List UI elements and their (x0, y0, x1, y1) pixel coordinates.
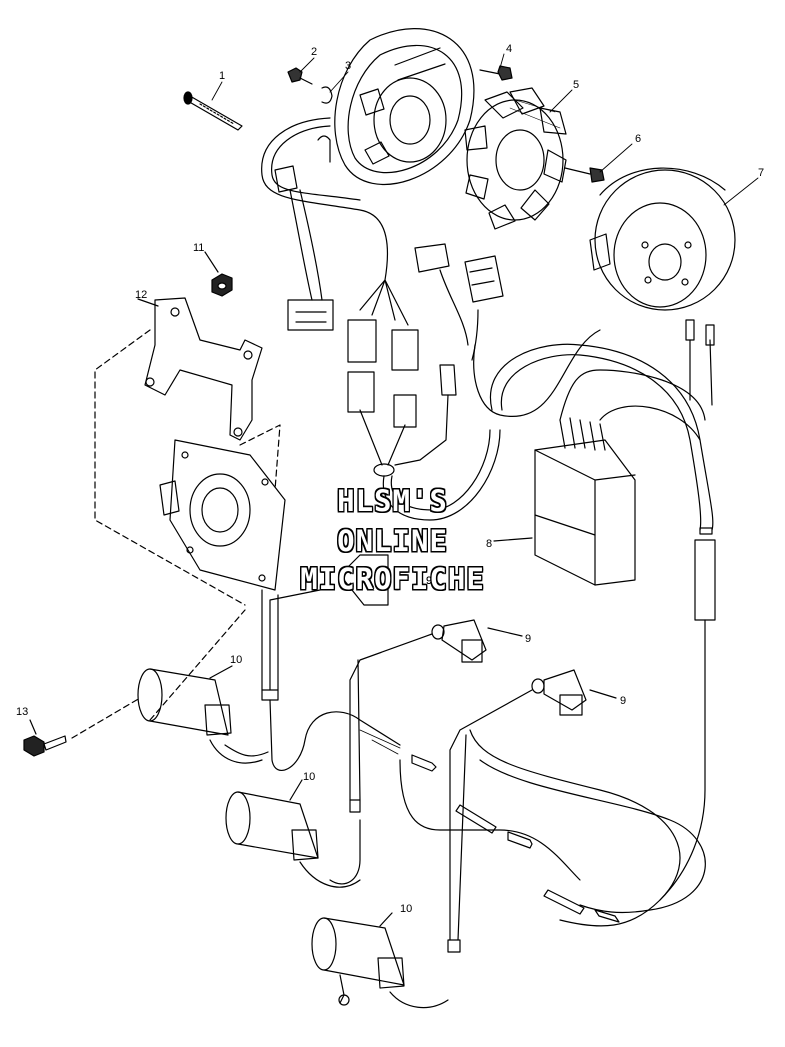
callout-10c: 10 (400, 903, 412, 915)
screw-part-4 (479, 65, 513, 81)
coil-bolt-part (23, 609, 246, 757)
lower-harness (347, 364, 501, 521)
callout-13: 13 (16, 706, 28, 718)
harness-plugs (414, 243, 601, 418)
screw-part-6 (564, 167, 605, 183)
mounting-bracket-part (137, 297, 263, 441)
watermark-line-3: MICROFICHE (300, 562, 485, 596)
watermark-line-2: ONLINE (337, 524, 448, 558)
callout-10a: 10 (230, 654, 242, 666)
callout-10b: 10 (303, 771, 315, 783)
leader-lines (211, 53, 759, 206)
callout-9d: 9 (426, 575, 432, 587)
screw-part-2 (287, 67, 313, 85)
cable-tie-part (183, 91, 243, 131)
plug-cap-part-2 (349, 619, 523, 813)
ignition-coil-part-1 (137, 665, 269, 764)
callout-4: 4 (506, 43, 512, 55)
callout-8: 8 (486, 538, 492, 550)
stator-coil-part (464, 87, 567, 230)
cdi-box-part (493, 319, 715, 586)
wire-clip-part (317, 86, 333, 163)
bracket-outline (94, 329, 281, 606)
callout-9c: 9 (620, 695, 626, 707)
callout-2: 2 (311, 46, 317, 58)
callout-5: 5 (573, 79, 579, 91)
nut-part (204, 251, 233, 297)
callout-labels: 1 2 3 4 5 6 7 8 9 9 9 9 10 10 10 11 12 1… (16, 43, 764, 915)
callout-9b: 9 (525, 633, 531, 645)
stator-plate-part (334, 28, 475, 185)
ignition-coil-part-2 (225, 779, 361, 888)
callout-12: 12 (135, 289, 147, 301)
stator-harness (261, 117, 419, 371)
plug-cables (269, 699, 706, 923)
watermark-line-1: HLSM'S (337, 484, 448, 518)
ignition-coil-part-3 (311, 912, 449, 1009)
callout-3: 3 (345, 60, 351, 72)
callout-6: 6 (635, 133, 641, 145)
callout-9a: 9 (426, 575, 432, 587)
callout-1: 1 (219, 70, 225, 82)
mounting-base-part (159, 439, 286, 591)
callout-11: 11 (193, 242, 204, 254)
plug-cap-part-3 (447, 669, 617, 953)
plug-cap-part-1 (261, 554, 389, 701)
flywheel-part (589, 167, 736, 311)
callout-7: 7 (758, 167, 764, 179)
